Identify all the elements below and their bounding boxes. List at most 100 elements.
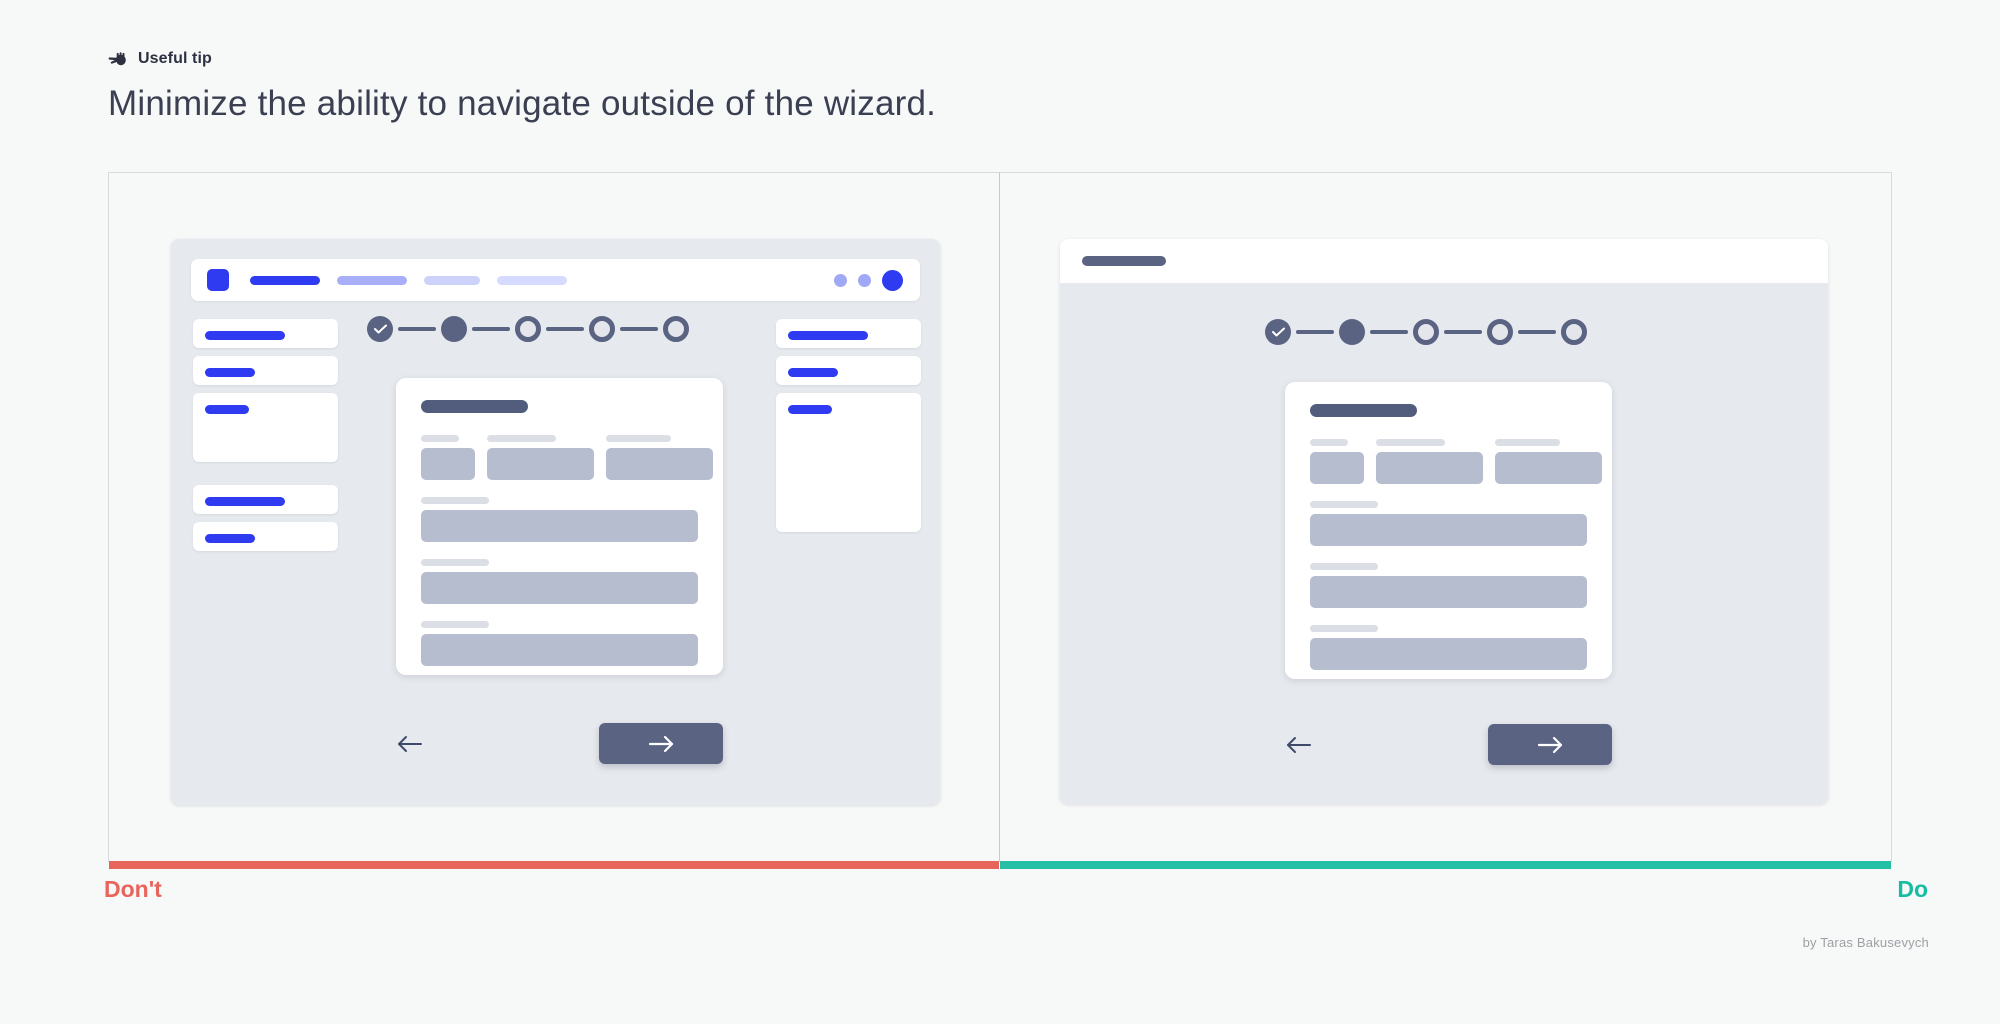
field-input[interactable] <box>421 510 698 542</box>
dont-form-field-1 <box>421 559 698 604</box>
navbar-actions <box>834 269 903 291</box>
do-form-field-0 <box>1310 501 1587 546</box>
stepper-step-5-todo[interactable] <box>1561 319 1587 345</box>
slide-header: Useful tip Minimize the ability to navig… <box>108 48 1508 124</box>
dont-result-bar <box>109 861 999 869</box>
check-icon <box>373 324 387 334</box>
stepper-step-5-todo[interactable] <box>663 316 689 342</box>
sidebar-item-label <box>205 331 285 340</box>
field-label <box>421 621 489 628</box>
do-label: Do <box>1897 876 1928 902</box>
do-result-bar <box>1000 861 1891 869</box>
dont-form-inline-row <box>421 435 713 480</box>
stepper-step-2-current[interactable] <box>1339 319 1365 345</box>
navbar-item-3[interactable] <box>497 275 567 285</box>
back-button[interactable] <box>1285 736 1312 754</box>
app-navbar[interactable] <box>191 259 920 301</box>
field-input[interactable] <box>421 448 475 480</box>
wizard-title-pill <box>1082 256 1166 266</box>
field-input[interactable] <box>1310 638 1587 670</box>
dont-form-inline-field-0 <box>421 435 475 480</box>
check-icon <box>1271 327 1285 337</box>
navbar-item-0[interactable] <box>250 275 320 285</box>
field-input[interactable] <box>1310 514 1587 546</box>
field-label <box>1310 625 1378 632</box>
stepper-connector-3 <box>1444 330 1482 334</box>
stepper-connector-2 <box>1370 330 1408 334</box>
dont-wizard-stepper[interactable] <box>367 316 689 342</box>
stepper-connector-1 <box>1296 330 1334 334</box>
stepper-step-1-done[interactable] <box>367 316 393 342</box>
tip-label: Useful tip <box>138 50 212 67</box>
navbar-item-2[interactable] <box>424 275 480 285</box>
field-input[interactable] <box>1310 452 1364 484</box>
field-input[interactable] <box>487 448 594 480</box>
tip-row: Useful tip <box>108 48 1508 70</box>
stepper-step-4-todo[interactable] <box>589 316 615 342</box>
field-input[interactable] <box>421 634 698 666</box>
sidebar-left-item-4[interactable] <box>193 522 338 551</box>
sidebar-left-item-1[interactable] <box>193 356 338 385</box>
sidebar-right-item-2[interactable] <box>776 393 921 532</box>
sidebar-left-item-2[interactable] <box>193 393 338 462</box>
do-form-inline-field-1 <box>1376 439 1483 484</box>
field-input[interactable] <box>1495 452 1602 484</box>
stepper-step-1-done[interactable] <box>1265 319 1291 345</box>
stepper-step-2-current[interactable] <box>441 316 467 342</box>
navbar-action-dot-1[interactable] <box>858 273 871 287</box>
sidebar-item-label <box>205 534 255 543</box>
sidebar-right-item-0[interactable] <box>776 319 921 348</box>
sidebar-item-label <box>205 405 249 414</box>
dont-form-inline-field-2 <box>606 435 713 480</box>
sidebar-item-label <box>788 405 832 414</box>
field-label <box>1495 439 1560 446</box>
stepper-step-3-todo[interactable] <box>1413 319 1439 345</box>
dont-form-title <box>421 400 528 413</box>
sidebar-item-label <box>205 368 255 377</box>
author-credit: by Taras Bakusevych <box>1802 935 1929 950</box>
sidebar-left-item-0[interactable] <box>193 319 338 348</box>
back-button[interactable] <box>396 735 423 753</box>
do-form-card <box>1285 382 1612 679</box>
field-label <box>1376 439 1445 446</box>
stepper-step-4-todo[interactable] <box>1487 319 1513 345</box>
pointing-hand-icon <box>108 51 128 67</box>
field-input[interactable] <box>421 572 698 604</box>
field-input[interactable] <box>1376 452 1483 484</box>
app-logo-square[interactable] <box>207 269 229 291</box>
navbar-menu <box>250 275 567 285</box>
field-label <box>421 435 459 442</box>
do-wizard-stepper[interactable] <box>1265 319 1587 345</box>
navbar-item-1[interactable] <box>337 275 407 285</box>
dont-wizard-footer <box>396 723 723 764</box>
stepper-connector-4 <box>1518 330 1556 334</box>
stepper-connector-2 <box>472 327 510 331</box>
wizard-minimal-header <box>1060 239 1828 283</box>
do-form-field-2 <box>1310 625 1587 670</box>
dont-form-field-2 <box>421 621 698 666</box>
stepper-step-3-todo[interactable] <box>515 316 541 342</box>
sidebar-item-label <box>788 368 838 377</box>
avatar[interactable] <box>882 269 903 291</box>
dont-form-inline-field-1 <box>487 435 594 480</box>
sidebar-item-label <box>788 331 868 340</box>
page-title: Minimize the ability to navigate outside… <box>108 84 937 123</box>
navbar-action-dot-0[interactable] <box>834 273 847 287</box>
field-input[interactable] <box>1310 576 1587 608</box>
dont-left-sidebar <box>193 319 338 551</box>
dont-form-card <box>396 378 723 675</box>
sidebar-right-item-1[interactable] <box>776 356 921 385</box>
dont-form-field-0 <box>421 497 698 542</box>
field-label <box>421 559 489 566</box>
field-input[interactable] <box>606 448 713 480</box>
stepper-connector-1 <box>398 327 436 331</box>
field-label <box>487 435 556 442</box>
dont-right-sidebar <box>776 319 921 532</box>
do-form-inline-field-0 <box>1310 439 1364 484</box>
sidebar-left-item-3[interactable] <box>193 485 338 514</box>
next-button[interactable] <box>599 723 723 764</box>
next-button[interactable] <box>1488 724 1612 765</box>
field-label <box>606 435 671 442</box>
do-form-inline-row <box>1310 439 1602 484</box>
